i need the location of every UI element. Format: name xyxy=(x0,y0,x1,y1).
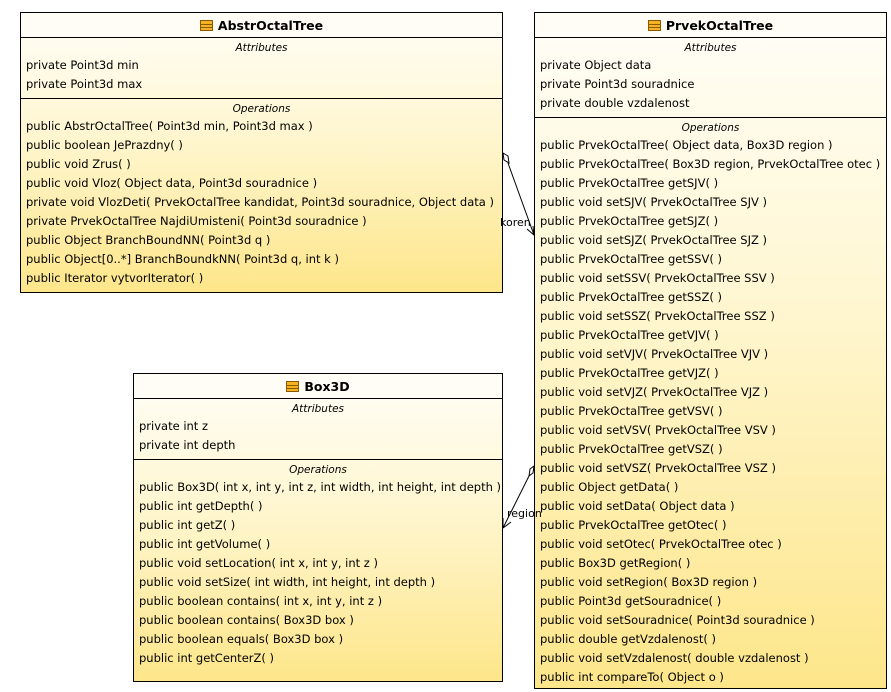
operation-row[interactable]: public void setOtec( PrvekOctalTree otec… xyxy=(540,537,782,551)
operation-row[interactable]: public PrvekOctalTree getSJV( ) xyxy=(540,176,719,190)
operation-row[interactable]: public Point3d getSouradnice( ) xyxy=(540,594,722,608)
operation-row[interactable]: public PrvekOctalTree getSJZ( ) xyxy=(540,214,719,228)
operation-row[interactable]: public void setRegion( Box3D region ) xyxy=(540,575,758,589)
attribute-row[interactable]: private int depth xyxy=(139,438,236,452)
operation-row[interactable]: public Object[0..*] BranchBoundkNN( Poin… xyxy=(26,252,339,266)
operation-row[interactable]: public Object getData( ) xyxy=(540,480,679,494)
operation-row[interactable]: private PrvekOctalTree NajdiUmisteni( Po… xyxy=(26,214,367,228)
operation-row[interactable]: public void setSize( int width, int heig… xyxy=(139,575,436,589)
operation-row[interactable]: public Box3D getRegion( ) xyxy=(540,556,691,570)
operation-row[interactable]: public double getVzdalenost( ) xyxy=(540,632,716,646)
attribute-row[interactable]: private Point3d min xyxy=(26,58,139,72)
association-label-region: region xyxy=(507,507,542,520)
operation-row[interactable]: public int getCenterZ( ) xyxy=(139,651,275,665)
attribute-row[interactable]: private Point3d max xyxy=(26,77,143,91)
operation-row[interactable]: public void setVzdalenost( double vzdale… xyxy=(540,651,809,665)
operation-row[interactable]: public int getZ( ) xyxy=(139,518,236,532)
attributes-section: Attributes private int z private int dept… xyxy=(134,399,502,460)
attributes-section: Attributes private Object data private Po… xyxy=(535,38,886,118)
operation-row[interactable]: public void setVSV( PrvekOctalTree VSV ) xyxy=(540,423,776,437)
operation-row[interactable]: public int getDepth( ) xyxy=(139,499,263,513)
class-name: PrvekOctalTree xyxy=(665,17,774,33)
operations-title: Operations xyxy=(289,464,347,476)
class-icon xyxy=(199,19,213,31)
operation-row[interactable]: public PrvekOctalTree getVJZ( ) xyxy=(540,366,719,380)
class-box3d[interactable]: Box3D Attributes private int z private in… xyxy=(133,373,503,682)
operations-section: Operations public AbstrOctalTree( Point3… xyxy=(21,99,502,292)
operation-row[interactable]: public void Zrus( ) xyxy=(26,157,131,171)
class-name: Box3D xyxy=(304,378,350,394)
aggregation-diamond xyxy=(502,152,510,164)
operation-row[interactable]: public Object BranchBoundNN( Point3d q ) xyxy=(26,233,271,247)
operation-row[interactable]: public boolean contains( int x, int y, i… xyxy=(139,594,383,608)
operation-row[interactable]: public void setSSV( PrvekOctalTree SSV ) xyxy=(540,271,775,285)
class-header: PrvekOctalTree xyxy=(535,13,886,38)
operation-row[interactable]: public boolean contains( Box3D box ) xyxy=(139,613,354,627)
association-line xyxy=(502,475,530,529)
operation-row[interactable]: public void setVSZ( PrvekOctalTree VSZ ) xyxy=(540,461,776,475)
operation-row[interactable]: public PrvekOctalTree( Box3D region, Prv… xyxy=(540,157,881,171)
attributes-title: Attributes xyxy=(684,42,737,54)
attributes-title: Attributes xyxy=(235,42,288,54)
class-icon xyxy=(647,19,661,31)
operation-row[interactable]: public PrvekOctalTree getSSV( ) xyxy=(540,252,722,266)
class-abstr-octal-tree[interactable]: AbstrOctalTree Attributes private Point3… xyxy=(20,12,503,293)
class-name: AbstrOctalTree xyxy=(217,17,324,33)
operation-row[interactable]: public PrvekOctalTree getVSV( ) xyxy=(540,404,723,418)
operation-row[interactable]: public Box3D( int x, int y, int z, int w… xyxy=(139,480,502,494)
operation-row[interactable]: public void setSJZ( PrvekOctalTree SJZ ) xyxy=(540,233,767,247)
operation-row[interactable]: public void setVJZ( PrvekOctalTree VJZ ) xyxy=(540,385,769,399)
operation-row[interactable]: public AbstrOctalTree( Point3d min, Poin… xyxy=(26,119,313,133)
operation-row[interactable]: public PrvekOctalTree getOtec( ) xyxy=(540,518,727,532)
attribute-row[interactable]: private int z xyxy=(139,419,208,433)
operation-row[interactable]: public PrvekOctalTree getVJV( ) xyxy=(540,328,719,342)
class-header: AbstrOctalTree xyxy=(21,13,502,38)
operation-row[interactable]: public boolean equals( Box3D box ) xyxy=(139,632,344,646)
attribute-row[interactable]: private Point3d souradnice xyxy=(540,77,695,91)
attributes-section: Attributes private Point3d min private Po… xyxy=(21,38,502,99)
attributes-title: Attributes xyxy=(291,403,345,415)
operation-row[interactable]: public int getVolume( ) xyxy=(139,537,271,551)
operations-section: Operations public Box3D( int x, int y, i… xyxy=(134,460,502,672)
operation-row[interactable]: public void setLocation( int x, int y, i… xyxy=(139,556,378,570)
class-icon xyxy=(286,380,300,392)
attribute-row[interactable]: private double vzdalenost xyxy=(540,96,690,110)
operations-section: Operations public PrvekOctalTree( Object… xyxy=(535,118,886,691)
operation-row[interactable]: public Iterator vytvorIterator( ) xyxy=(26,271,204,285)
operations-title: Operations xyxy=(232,103,291,115)
class-prvek-octal-tree[interactable]: PrvekOctalTree Attributes private Object… xyxy=(534,12,887,689)
operation-row[interactable]: public void Vloz( Object data, Point3d s… xyxy=(26,176,318,190)
attribute-row[interactable]: private Object data xyxy=(540,58,652,72)
operation-row[interactable]: public int compareTo( Object o ) xyxy=(540,670,724,684)
operation-row[interactable]: public PrvekOctalTree getSSZ( ) xyxy=(540,290,722,304)
operation-row[interactable]: private void VlozDeti( PrvekOctalTree ka… xyxy=(26,195,494,209)
association-label-koren: koren xyxy=(500,216,531,229)
operation-row[interactable]: public boolean JePrazdny( ) xyxy=(26,138,183,152)
operation-row[interactable]: public void setSJV( PrvekOctalTree SJV ) xyxy=(540,195,767,209)
operation-row[interactable]: public void setVJV( PrvekOctalTree VJV ) xyxy=(540,347,769,361)
operation-row[interactable]: public void setSSZ( PrvekOctalTree SSZ ) xyxy=(540,309,775,323)
operation-row[interactable]: public void setData( Object data ) xyxy=(540,499,735,513)
class-header: Box3D xyxy=(134,374,502,399)
operations-title: Operations xyxy=(681,122,740,134)
operation-row[interactable]: public PrvekOctalTree( Object data, Box3… xyxy=(540,138,833,152)
operation-row[interactable]: public PrvekOctalTree getVSZ( ) xyxy=(540,442,723,456)
operation-row[interactable]: public void setSouradnice( Point3d soura… xyxy=(540,613,815,627)
